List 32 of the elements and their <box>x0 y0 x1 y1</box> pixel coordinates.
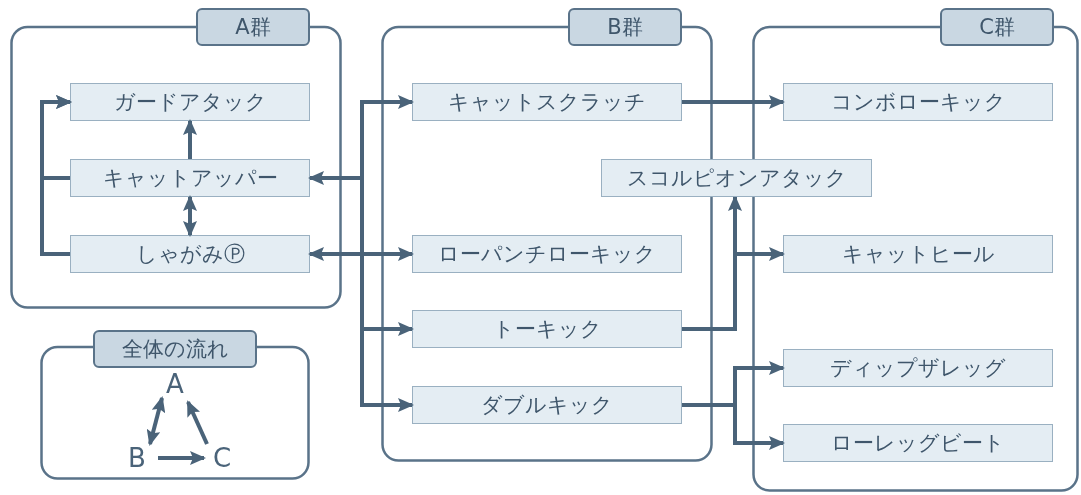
arrow <box>183 119 197 159</box>
arrow <box>360 252 414 412</box>
group-heading: A群 <box>196 8 310 46</box>
move-box: しゃがみⓅ <box>70 235 310 273</box>
arrow <box>40 95 72 256</box>
group-heading: B群 <box>568 8 682 46</box>
group-heading: 全体の流れ <box>93 330 257 368</box>
move-box: スコルピオンアタック <box>601 159 872 197</box>
arrow <box>682 247 785 331</box>
flow-letter: A <box>162 368 188 400</box>
move-box: キャットアッパー <box>70 159 310 197</box>
arrow <box>186 400 209 445</box>
group-frame <box>10 8 342 309</box>
arrow <box>682 95 785 109</box>
move-box: トーキック <box>412 310 682 348</box>
flow-letter: B <box>124 442 150 474</box>
move-box: ダブルキック <box>412 386 682 424</box>
move-box: ディップザレッグ <box>783 349 1053 387</box>
move-box: コンボローキック <box>783 83 1053 121</box>
arrow <box>682 403 785 450</box>
move-box: キャットスクラッチ <box>412 83 682 121</box>
group-frame <box>381 8 713 462</box>
arrow <box>146 396 166 446</box>
arrow <box>158 451 206 465</box>
move-box: キャットヒール <box>783 235 1053 273</box>
group-frame <box>40 330 310 480</box>
group-heading: C群 <box>940 8 1054 46</box>
move-box: ガードアタック <box>70 83 310 121</box>
flow-letter: C <box>209 442 235 474</box>
move-box: ローレッグビート <box>783 424 1053 462</box>
move-box: ローパンチローキック <box>412 235 682 273</box>
arrow <box>183 195 197 237</box>
